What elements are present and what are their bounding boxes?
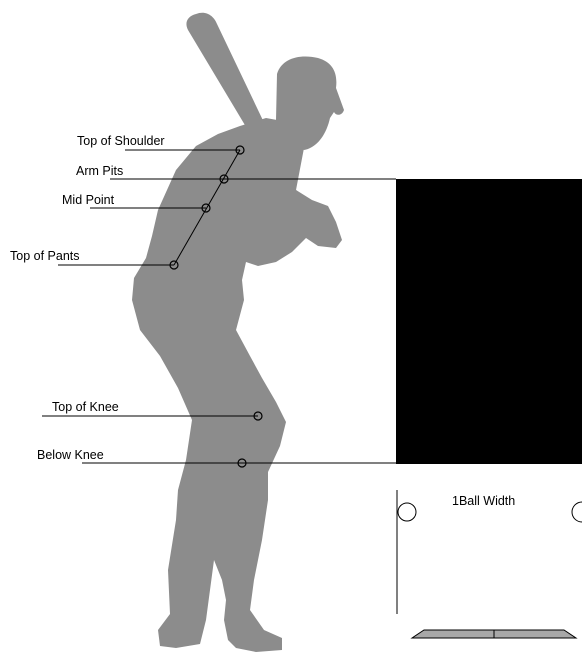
baseball-outline-icon bbox=[398, 503, 416, 521]
label-mid-point: Mid Point bbox=[62, 193, 114, 207]
batter-silhouette-icon bbox=[132, 13, 344, 652]
label-top-of-knee: Top of Knee bbox=[52, 400, 119, 414]
label-top-of-shoulder: Top of Shoulder bbox=[77, 134, 165, 148]
baseball-outline-icon-right bbox=[572, 502, 582, 522]
label-top-of-pants: Top of Pants bbox=[10, 249, 80, 263]
body-silhouette bbox=[132, 118, 342, 652]
label-arm-pits: Arm Pits bbox=[76, 164, 123, 178]
home-plate-icon bbox=[412, 630, 576, 638]
label-ball-width: 1Ball Width bbox=[452, 494, 515, 508]
strike-zone-rect bbox=[396, 179, 582, 464]
label-below-knee: Below Knee bbox=[37, 448, 104, 462]
